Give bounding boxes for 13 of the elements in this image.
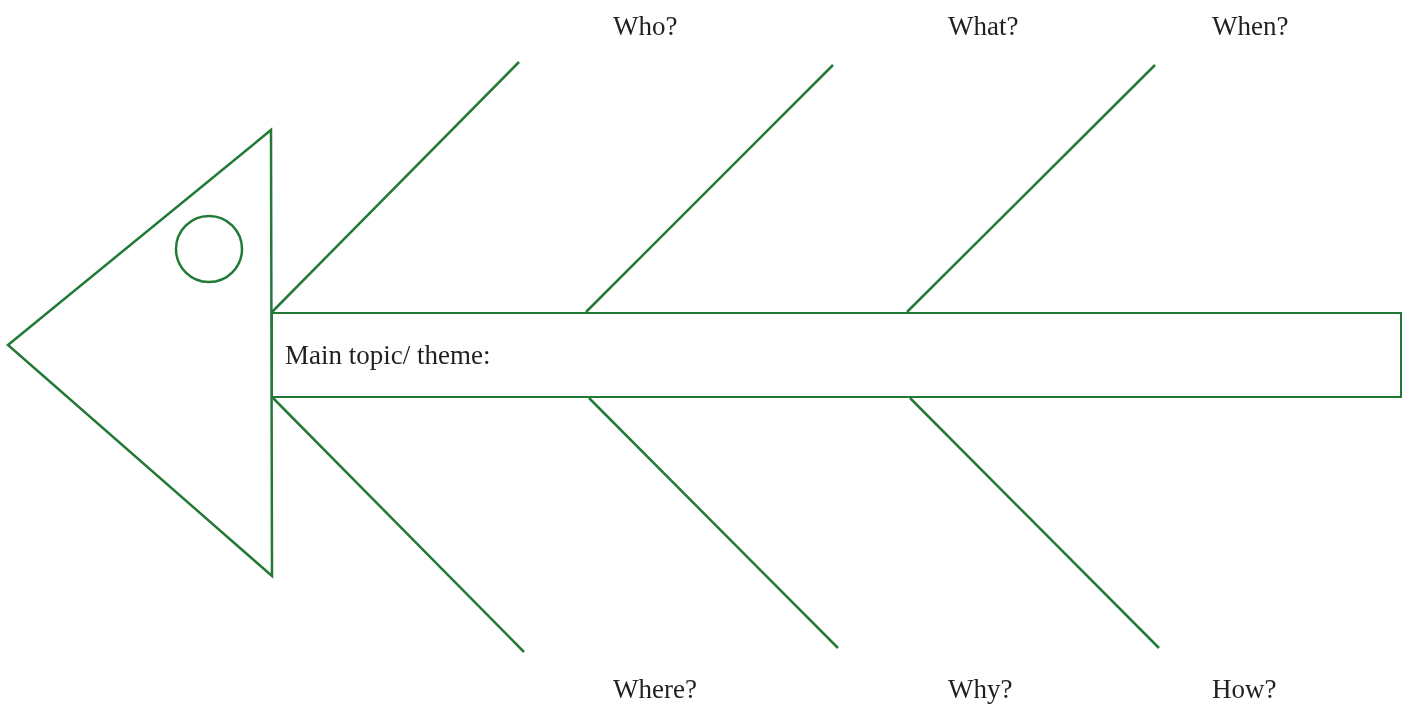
bone-line [909, 397, 1160, 649]
category-label: What? [948, 11, 1019, 41]
category-label: Where? [613, 674, 697, 704]
category-label: When? [1212, 11, 1289, 41]
category-label: Why? [948, 674, 1013, 704]
category-label: How? [1212, 674, 1277, 704]
topic-label: Main topic/ theme: [285, 339, 491, 371]
bone-line [588, 397, 839, 649]
category-label: Who? [613, 11, 678, 41]
spine-box [271, 312, 1402, 398]
fish-head [6, 127, 274, 579]
bone-line [585, 64, 834, 313]
bone-line [906, 64, 1156, 313]
